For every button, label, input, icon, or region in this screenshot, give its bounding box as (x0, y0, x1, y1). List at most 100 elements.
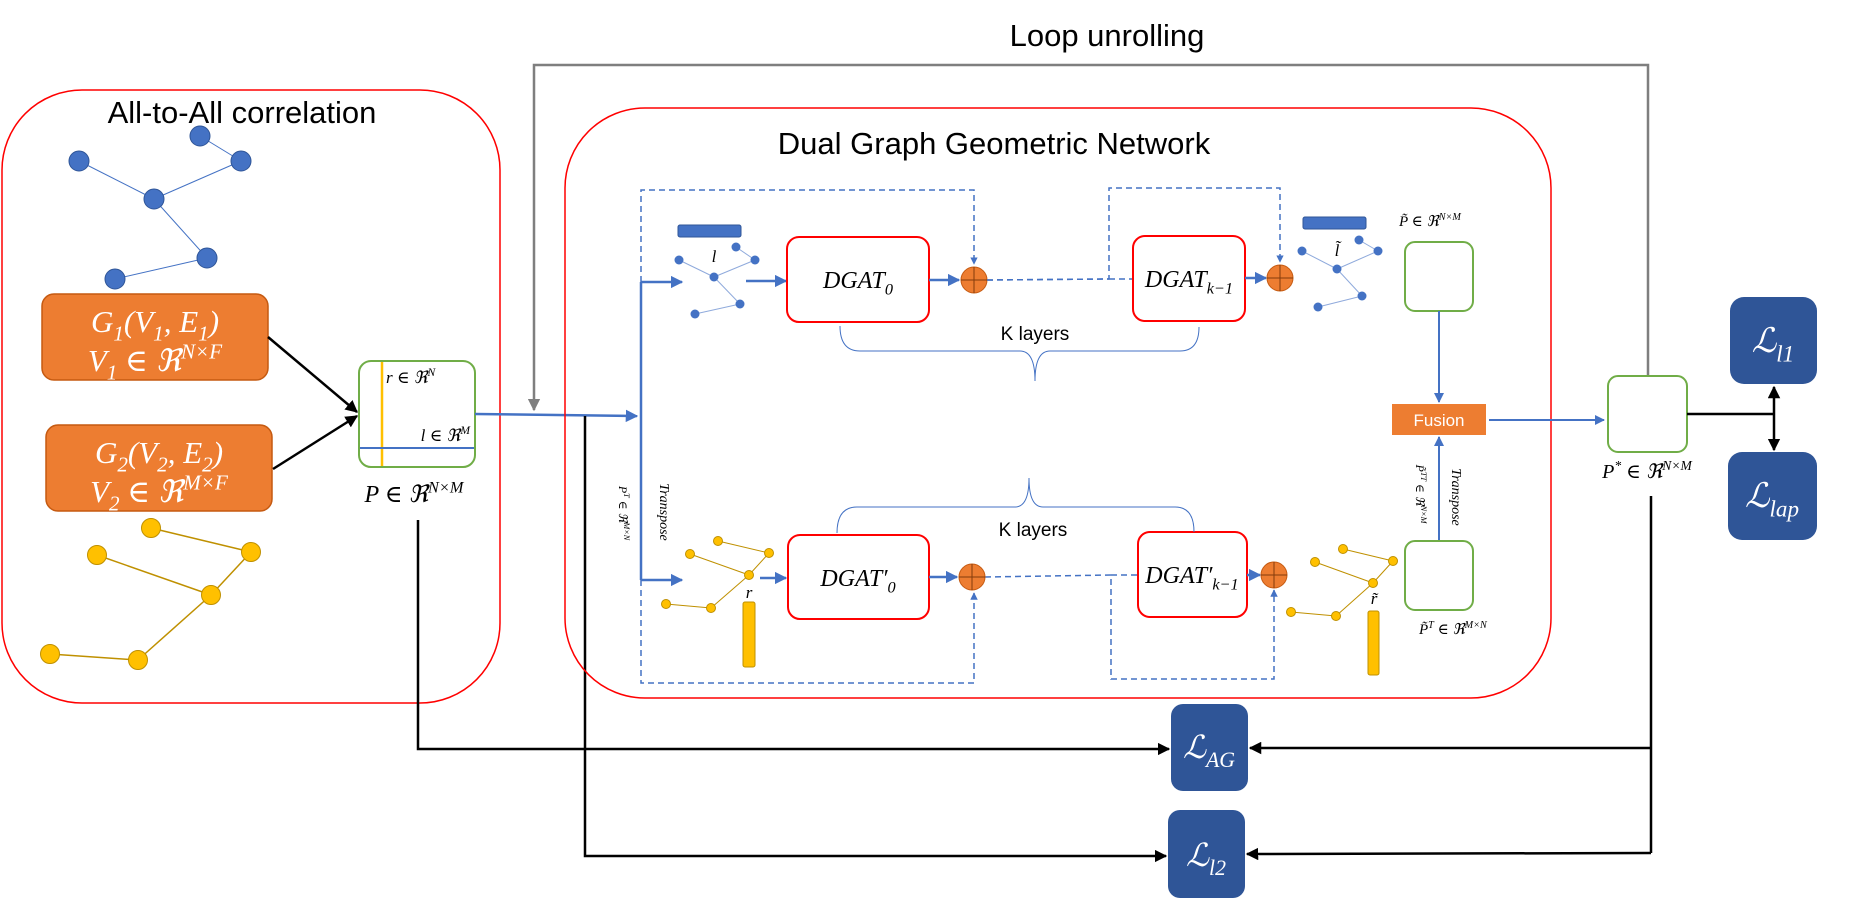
k-layers-bottom: K layers (999, 520, 1068, 541)
r-tilde-vector-bar (1367, 610, 1380, 676)
math-supscript: N×M (1661, 458, 1692, 473)
small-graph-top (674, 242, 760, 319)
math-text: ∈ ℜ (616, 498, 630, 524)
graph2-drawing (40, 518, 261, 670)
transpose-label-left: Transpose (656, 483, 671, 541)
dashed-layers-top (986, 278, 1110, 281)
math-supscript: N×M (1438, 212, 1462, 223)
sum-node-icon (1260, 561, 1288, 589)
k-layers-top: K layers (1001, 324, 1070, 345)
sum-node-icon (960, 266, 988, 294)
math-subscript: 2 (109, 492, 120, 516)
math-subscript: lap (1769, 496, 1799, 522)
math-supscript: T (1419, 476, 1428, 482)
math-supscript: M×N (622, 521, 631, 540)
math-text: P̃ ∈ ℜ (1398, 214, 1440, 230)
matrix-p-col-label: l ∈ ℜM (421, 424, 472, 445)
math-subscript: l2 (1209, 856, 1226, 880)
loss-lap-label: ℒlap (1745, 478, 1799, 522)
math-supscript: M×F (182, 471, 229, 495)
skip-connection-bottom-2 (984, 574, 1278, 680)
math-supscript: N×M (1419, 505, 1428, 525)
math-subscript: k−1 (1212, 575, 1238, 594)
arrow-p-to-dggn (474, 409, 639, 423)
transpose-pt-label: PT ∈ ℜM×N (616, 485, 631, 541)
loss-l1-label: ℒl1 (1752, 323, 1794, 367)
graph2-definition: G2(V2, E2) (95, 435, 223, 477)
math-text: (V (128, 435, 160, 470)
math-text: ∈ ℜ (120, 474, 186, 509)
all-to-all-panel (1, 89, 501, 704)
math-supscript: T (1428, 620, 1435, 631)
dggn-title: Dual Graph Geometric Network (778, 126, 1211, 161)
sum-node-icon (958, 563, 986, 591)
fusion-label: Fusion (1413, 411, 1464, 430)
math-text: ) (211, 435, 223, 470)
math-supscript: T (622, 493, 631, 499)
math-text: l ∈ ℜ (421, 426, 463, 445)
loss-lap: ℒlap (1728, 452, 1817, 540)
line-p-to-ll2 (583, 416, 1168, 863)
loss-l1: ℒl1 (1730, 297, 1817, 384)
loss-l2-label: ℒl2 (1186, 837, 1226, 880)
math-text: ℒ (1183, 729, 1207, 765)
r-node-label: r (746, 583, 753, 602)
loss-l2: ℒl2 (1168, 810, 1245, 898)
math-text: ℒ (1745, 478, 1771, 515)
math-subscript: k−1 (1207, 279, 1233, 298)
fusion-block (1392, 404, 1486, 435)
r-tilde-label: r̃ (1371, 589, 1379, 608)
r-vector-bar (742, 601, 756, 668)
l-tilde-vector-bar (1302, 216, 1367, 230)
math-text: ∈ ℜ (1434, 622, 1467, 638)
small-graph-top-output (1297, 235, 1383, 312)
pt-tilde-label: P̃T ∈ ℜM×N (1418, 620, 1488, 638)
math-supscript: N×F (180, 340, 223, 364)
math-text: , E (168, 435, 203, 470)
math-text: ∈ ℜ (117, 343, 183, 378)
graph1-features: V1 ∈ ℜN×F (88, 340, 223, 385)
math-supscript: M×N (1464, 620, 1488, 631)
dgat0-label: DGAT0 (822, 268, 893, 299)
math-subscript: 2 (202, 453, 213, 477)
loss-ag-label: ℒAG (1183, 729, 1235, 772)
math-supscript: * (1614, 458, 1621, 473)
math-subscript: l1 (1776, 341, 1794, 367)
graph1-definition: G1(V1, E1) (91, 304, 219, 346)
l-node-label: l (712, 247, 717, 266)
math-subscript: 1 (113, 322, 124, 346)
arrow-g2-to-p (272, 414, 359, 471)
dgat0-prime-label: DGAT′0 (819, 566, 895, 597)
p-star-matrix (1607, 375, 1688, 453)
math-subscript: AG (1204, 748, 1235, 772)
math-text: DGAT (822, 268, 886, 294)
all-to-all-title: All-to-All correlation (108, 95, 377, 130)
math-text: ℒ (1752, 323, 1778, 360)
skip-connection-bottom-1 (640, 580, 978, 684)
math-text: , E (164, 304, 199, 339)
loop-unrolling-title: Loop unrolling (1010, 18, 1205, 53)
matrix-p-caption: P ∈ ℜN×M (364, 477, 465, 508)
p-tilde-matrix (1404, 241, 1474, 312)
math-subscript: 1 (153, 322, 164, 346)
math-text: (V (124, 304, 156, 339)
fusion-pt-rotated-label: P̃TT ∈ ℜN×M (1413, 464, 1428, 525)
math-text: P ∈ ℜ (364, 482, 431, 508)
k-layers-brace-bottom (836, 477, 1195, 534)
loss-ag: ℒAG (1171, 704, 1248, 791)
graph1-box: G1(V1, E1) V1 ∈ ℜN×F (41, 293, 269, 385)
graph2-features: V2 ∈ ℜM×F (90, 471, 229, 516)
graph2-box: G2(V2, E2) V2 ∈ ℜM×F (45, 424, 273, 516)
math-subscript: 2 (157, 453, 168, 477)
math-text: DGAT (1144, 267, 1208, 293)
small-graph-bottom (661, 536, 774, 613)
arrow-g1-to-p (267, 336, 358, 413)
math-supscript: N (427, 366, 437, 379)
matrix-p-row-label: r ∈ ℜN (386, 366, 437, 387)
math-text: G (91, 304, 113, 339)
math-subscript: 1 (107, 361, 118, 385)
math-text: DGAT′ (819, 566, 888, 592)
math-subscript: 1 (198, 322, 209, 346)
math-supscript: N×M (427, 477, 465, 496)
